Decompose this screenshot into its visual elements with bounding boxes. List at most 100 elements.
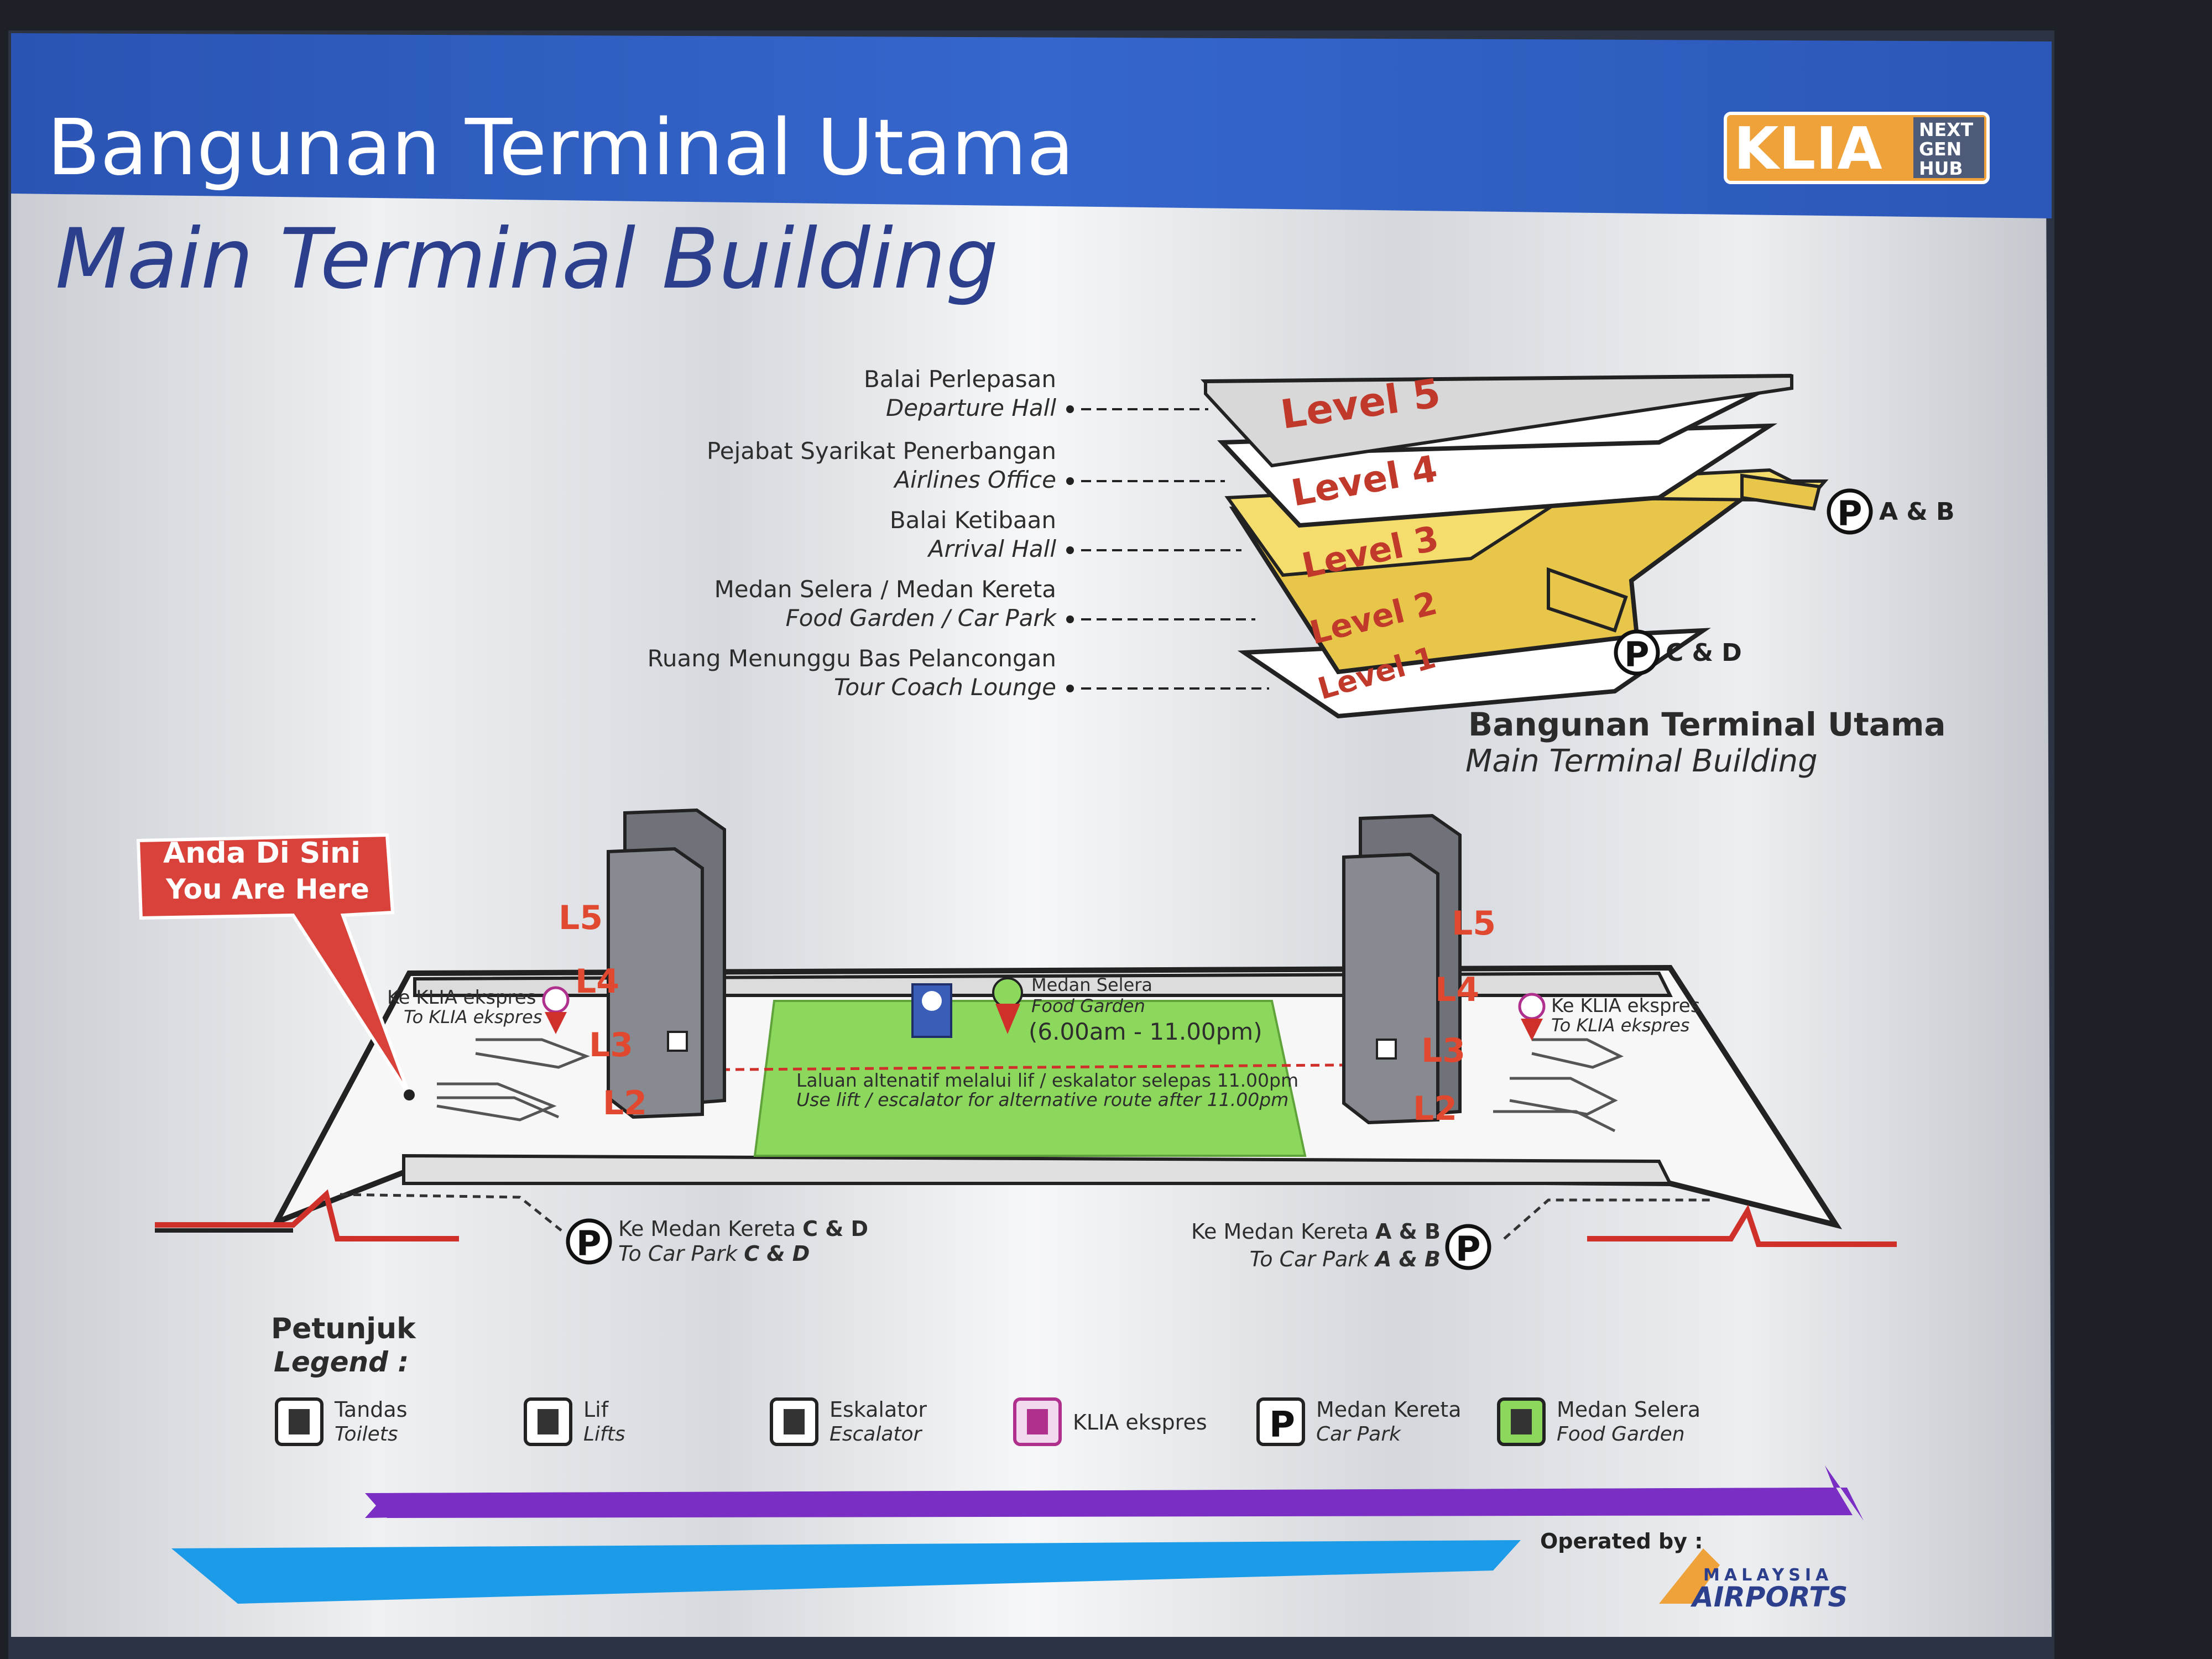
leader-dot	[1066, 546, 1074, 554]
parking-ab-badge: P A & B	[1827, 488, 1955, 535]
legend-item-4: KLIA ekspres	[1013, 1397, 1207, 1446]
header-band	[11, 33, 2052, 218]
alt-route-malay: Laluan altenatif melalui lif / eskalator…	[796, 1070, 1298, 1091]
svg-text:Ke KLIA ekspres: Ke KLIA ekspres	[387, 987, 536, 1009]
legend-label-malay: Medan Selera	[1557, 1397, 1700, 1422]
parking-icon	[1256, 1397, 1305, 1446]
leader-dot	[1066, 615, 1074, 623]
left-floor-l2: L2	[603, 1084, 647, 1123]
svg-text:Anda Di Sini: Anda Di Sini	[163, 837, 361, 870]
legend-label-malay: Tandas	[334, 1397, 408, 1422]
food-icon-glyph	[1511, 1409, 1532, 1434]
escalators-right	[1493, 1038, 1624, 1133]
klia-logo: KLIA NEXT GEN HUB	[1724, 112, 1990, 184]
building-caption-english: Main Terminal Building	[1465, 743, 1818, 779]
food-garden-area	[753, 1000, 1307, 1157]
legend-label-english: Toilets	[335, 1423, 398, 1446]
svg-text:P: P	[1455, 1229, 1480, 1269]
food-garden-hours: (6.00am - 11.00pm)	[1029, 1018, 1262, 1045]
lift-icon-glyph	[538, 1409, 559, 1434]
level-label-malay: Balai Ketibaan	[890, 507, 1056, 534]
klia-ekspres-left: Ke KLIA ekspres To KLIA ekspres	[387, 986, 570, 1034]
level-label-malay: Medan Selera / Medan Kereta	[714, 576, 1056, 603]
level-label-malay: Pejabat Syarikat Penerbangan	[707, 437, 1056, 465]
svg-text:Ke KLIA ekspres: Ke KLIA ekspres	[1551, 995, 1700, 1017]
level-label-english: Departure Hall	[886, 394, 1056, 421]
svg-text:NEXT: NEXT	[1919, 119, 1974, 140]
right-floor-l4: L4	[1435, 971, 1479, 1009]
blue-stripe	[171, 1540, 1521, 1604]
building-stack: Level 5 Level 4 Level 3 Level 2 Level 1	[1200, 369, 1829, 719]
food-garden-pin	[992, 977, 1023, 1034]
svg-text:Ke Medan Kereta C & D: Ke Medan Kereta C & D	[618, 1217, 868, 1241]
toilet-marker	[911, 983, 952, 1038]
svg-text:A & B: A & B	[1879, 498, 1955, 526]
carpark-cd-label: P Ke Medan Kereta C & D To Car Park C & …	[566, 1217, 868, 1266]
building-caption-malay: Bangunan Terminal Utama	[1468, 706, 1946, 743]
klia-ekspres-right: Ke KLIA ekspres To KLIA ekspres	[1518, 993, 1700, 1041]
leader-dot	[1066, 685, 1074, 692]
svg-text:P: P	[1624, 634, 1649, 675]
legend-label-malay: Lif	[583, 1397, 609, 1422]
carpark-ab-label: Ke Medan Kereta A & B To Car Park A & B …	[1191, 1219, 1491, 1271]
food-garden-english: Food Garden	[1031, 995, 1145, 1016]
level-label-english: Airlines Office	[893, 466, 1056, 493]
left-floor-l5: L5	[559, 899, 603, 937]
malaysia-airports-logo: MALAYSIA AIRPORTS	[1659, 1548, 1848, 1613]
legend-label-english: Escalator	[830, 1423, 923, 1446]
right-tower	[1342, 813, 1462, 1125]
level-label-malay: Ruang Menunggu Bas Pelancongan	[648, 645, 1056, 672]
parking-icon-glyph: P	[1269, 1405, 1295, 1446]
svg-text:To KLIA ekspres: To KLIA ekspres	[404, 1006, 542, 1027]
escalator-icon-glyph	[784, 1409, 805, 1434]
left-tower	[607, 808, 726, 1119]
operated-by: Operated by :	[1540, 1529, 1703, 1553]
right-floor-l2: L2	[1413, 1089, 1457, 1128]
title-malay: Bangunan Terminal Utama	[47, 103, 1074, 193]
right-floor-l5: L5	[1452, 904, 1496, 943]
level-label-english: Arrival Hall	[927, 535, 1057, 562]
svg-text:To Car Park C & D: To Car Park C & D	[618, 1241, 810, 1266]
svg-text:To KLIA ekspres: To KLIA ekspres	[1551, 1015, 1689, 1036]
svg-text:HUB: HUB	[1919, 158, 1963, 179]
legend-label-english: Lifts	[583, 1423, 625, 1446]
title-english: Main Terminal Building	[55, 211, 998, 307]
legend-label-malay: Eskalator	[830, 1397, 927, 1422]
level-label-english: Food Garden / Car Park	[786, 604, 1057, 632]
legend-label-malay: Medan Kereta	[1316, 1397, 1462, 1422]
svg-text:C & D: C & D	[1666, 639, 1742, 667]
level-label-malay: Balai Perlepasan	[864, 366, 1056, 393]
svg-text:GEN: GEN	[1919, 138, 1961, 160]
legend-label-english: Food Garden	[1557, 1423, 1685, 1446]
you-are-here-callout: Anda Di Sini You Are Here	[136, 833, 415, 1100]
left-floor-l4: L4	[575, 962, 619, 1001]
legend-label-malay: KLIA ekspres	[1073, 1410, 1207, 1434]
legend-label-english: Car Park	[1316, 1423, 1402, 1446]
escalators-left	[436, 1038, 590, 1121]
svg-text:KLIA: KLIA	[1734, 115, 1882, 182]
svg-text:Ke Medan Kereta A & B: Ke Medan Kereta A & B	[1191, 1219, 1441, 1244]
svg-text:P: P	[576, 1223, 601, 1264]
parking-cd-badge: P C & D	[1614, 629, 1742, 676]
svg-text:To Car Park A & B: To Car Park A & B	[1250, 1247, 1441, 1271]
leader-dot	[1066, 405, 1074, 413]
train-icon-glyph	[1027, 1409, 1048, 1434]
svg-text:MALAYSIA: MALAYSIA	[1703, 1566, 1833, 1585]
svg-text:You Are Here: You Are Here	[165, 873, 369, 905]
right-floor-l3: L3	[1421, 1031, 1465, 1070]
legend-title-malay: Petunjuk	[271, 1312, 416, 1345]
legend-title-english: Legend :	[274, 1346, 409, 1378]
toilet-icon-glyph	[289, 1409, 310, 1434]
